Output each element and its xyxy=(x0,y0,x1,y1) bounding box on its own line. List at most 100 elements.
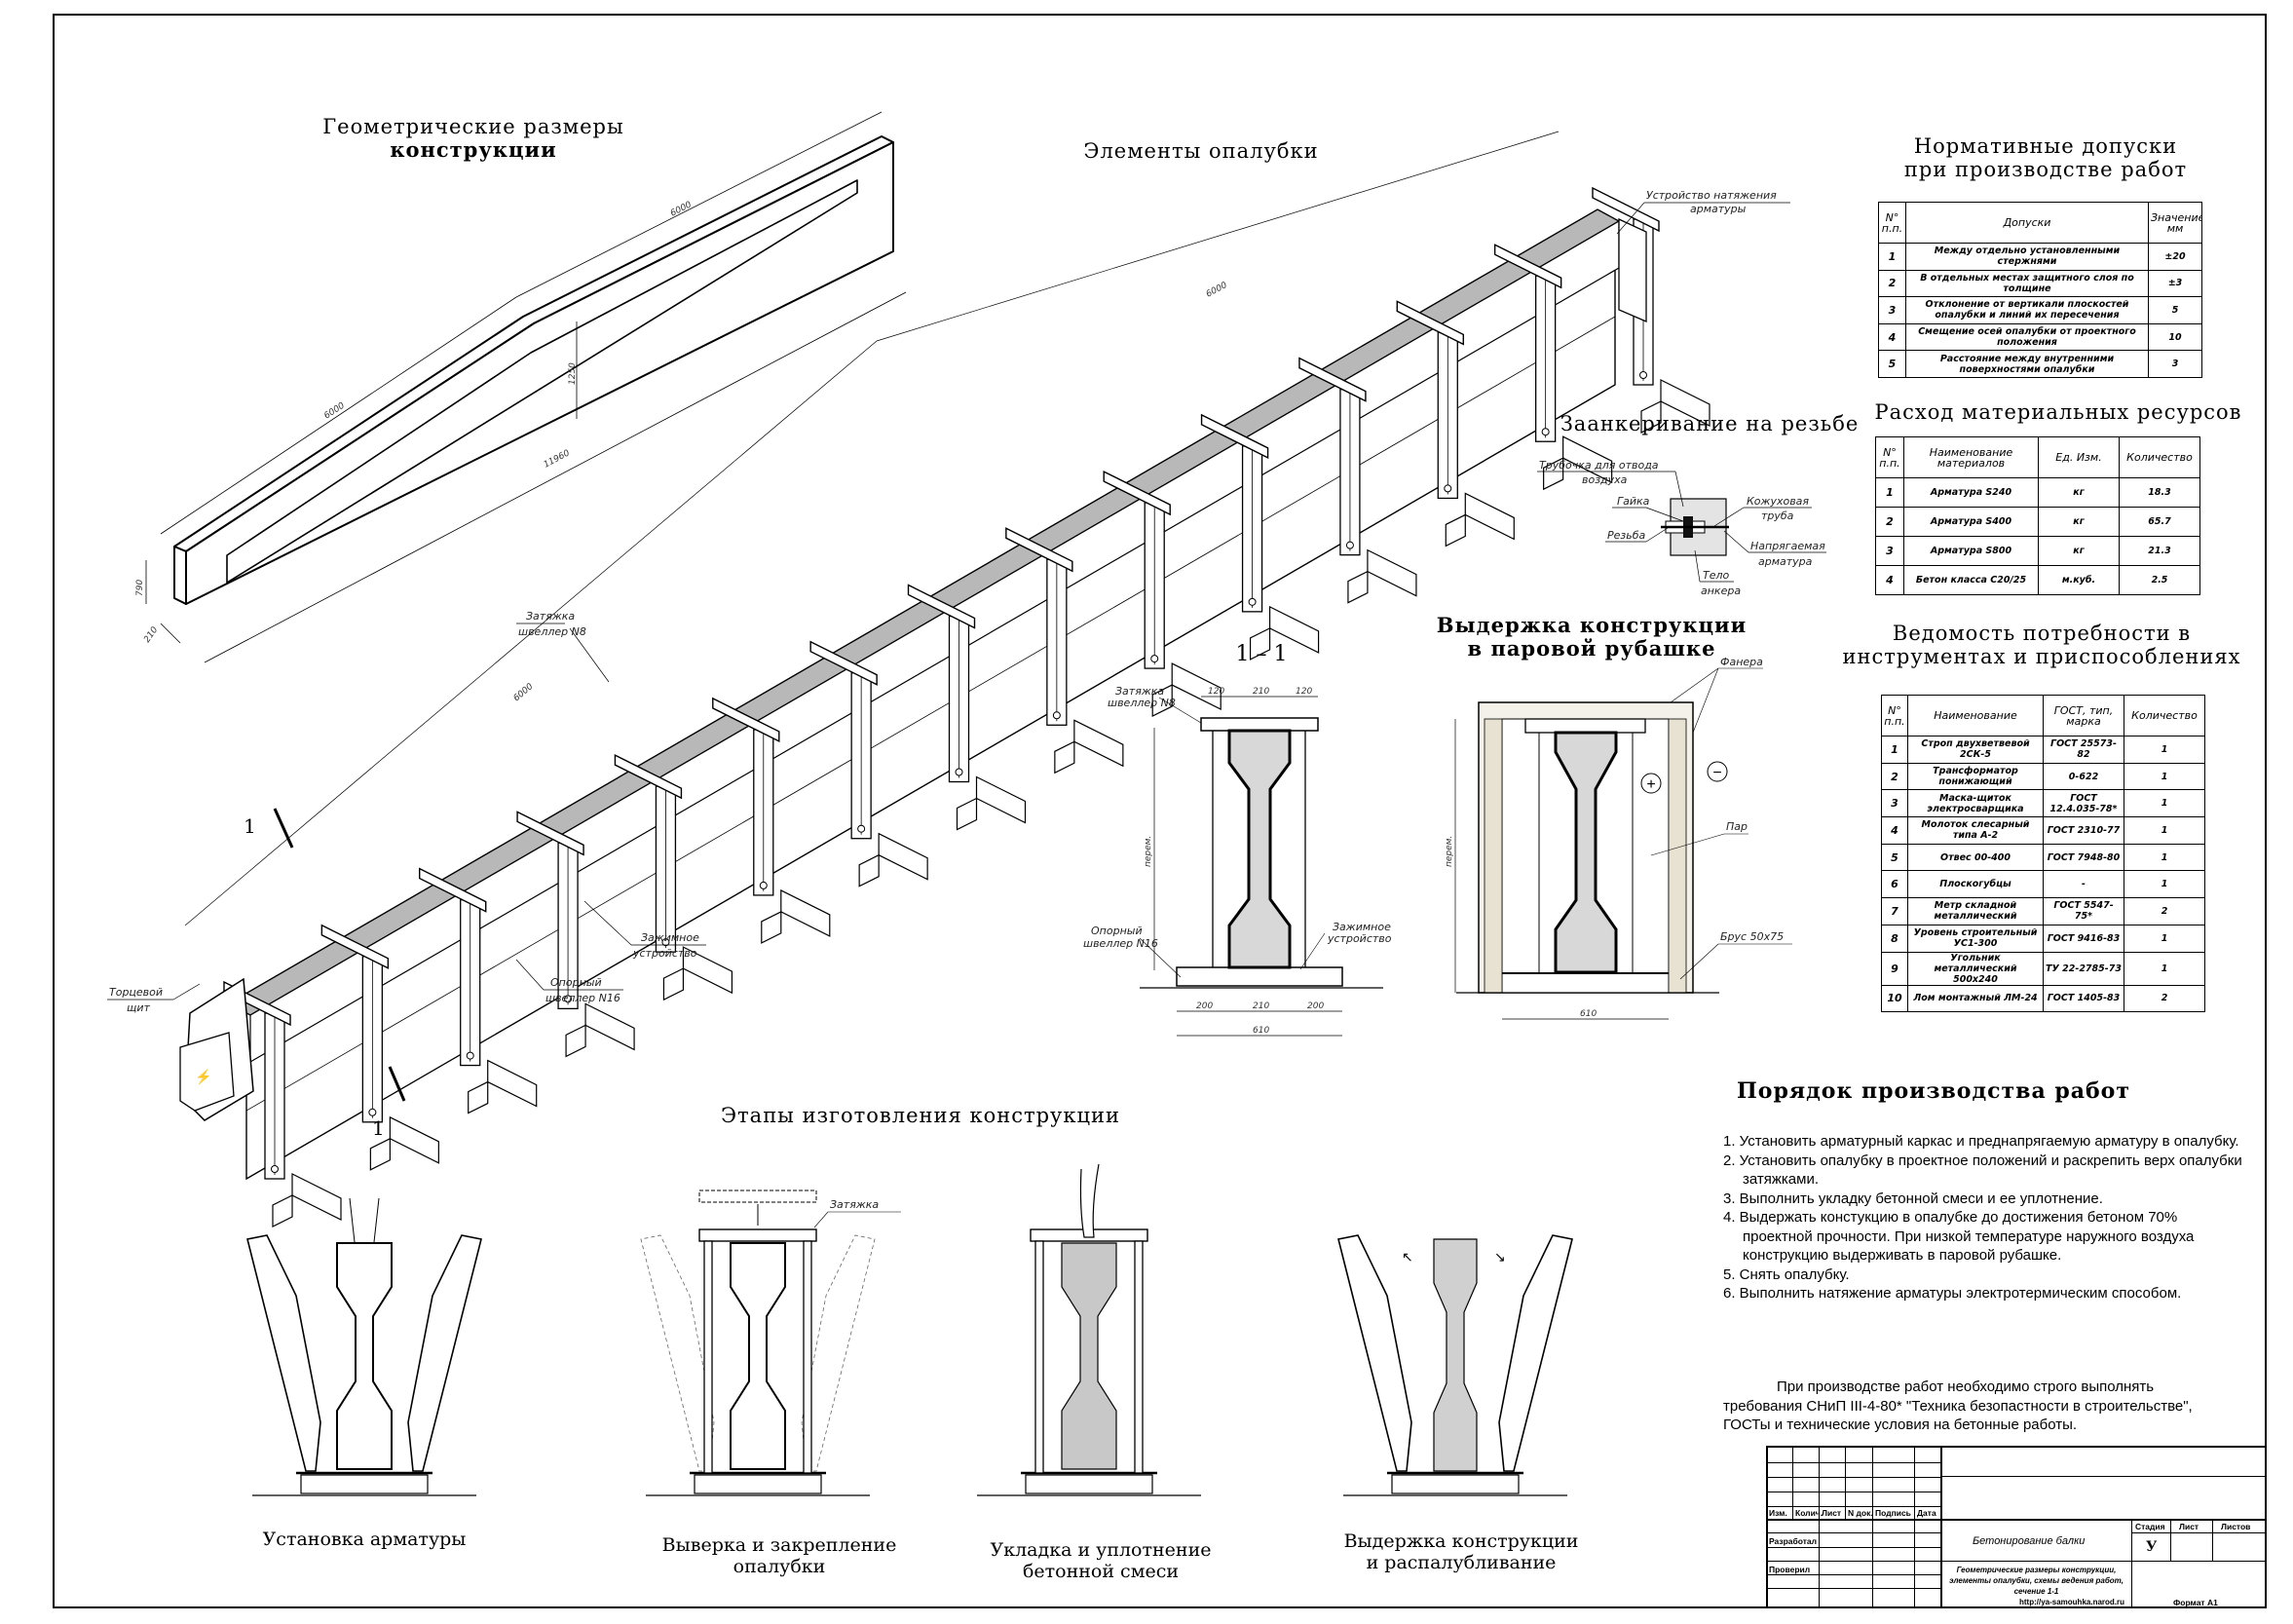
support-channel xyxy=(1562,435,1613,484)
table-cell: 3 xyxy=(1881,789,1908,818)
stage-header: Стадия xyxy=(2135,1522,2165,1531)
clamp-bolt-icon xyxy=(955,768,963,776)
formwork-title: Элементы опалубки xyxy=(1083,139,1319,163)
label-tension-device: Устройство натяжения xyxy=(1646,189,1777,202)
header-count: Колич. xyxy=(1795,1508,1823,1518)
table-cell: Между отдельно установленными стержнями xyxy=(1905,243,2149,271)
support-channel xyxy=(1171,662,1222,711)
tools-table: N° п.п. Наименование ГОСТ, тип, марка Ко… xyxy=(1881,695,2205,1013)
steam-jacket-drawing: + − Фанера Пар Брус 50х75 610 перем. xyxy=(1445,656,1792,1020)
table-cell: Угольник металлический 500х240 xyxy=(1907,951,2044,986)
table-cell: 3 xyxy=(1875,536,1904,566)
sheet-frame xyxy=(53,14,2267,1608)
support-channel xyxy=(1073,719,1124,768)
label-tension-device-2: арматуры xyxy=(1690,203,1747,215)
dim-bottom-200-right: 200 xyxy=(1307,1001,1324,1011)
section-mark-1-bottom: 1 xyxy=(372,1116,385,1140)
label-tie-2: швеллер N8 xyxy=(518,625,586,638)
header-doc: N док. xyxy=(1848,1508,1873,1518)
stage-4-caption-2: и распалубливание xyxy=(1367,1552,1557,1573)
table-cell: 4 xyxy=(1875,565,1904,595)
dim-bottom-210: 210 xyxy=(1253,1001,1269,1011)
table-cell: 10 xyxy=(1881,984,1908,1013)
sheet-format: Формат А1 xyxy=(2173,1598,2218,1607)
table-cell: 1 xyxy=(2124,789,2205,818)
table-cell: 1 xyxy=(1875,477,1904,508)
dim-6000-formwork-2: 6000 xyxy=(1205,281,1229,300)
table-cell: Уровень строительный УС1-300 xyxy=(1907,924,2044,953)
table-cell: 4 xyxy=(1878,322,1906,352)
arrow-right-icon: ↘ xyxy=(1494,1249,1506,1265)
geometry-beam-drawing: 6000 6000 1250 11960 790 210 xyxy=(135,111,907,663)
dim-top-120-right: 120 xyxy=(1296,687,1312,697)
beam-profile xyxy=(1061,1242,1117,1470)
support-channel-flange xyxy=(565,1024,586,1058)
clamp-bolt-icon xyxy=(1248,597,1257,606)
clamp-bolt-icon xyxy=(564,995,573,1003)
table-cell: Метр складной металлический xyxy=(1907,897,2044,925)
clamp-bolt-icon xyxy=(271,1165,279,1173)
support-channel xyxy=(1176,966,1343,987)
label-clamp-2: устройство xyxy=(632,947,697,960)
dim-1250: 1250 xyxy=(568,362,578,385)
table-cell: 5 xyxy=(1881,843,1908,872)
procedure-step: 4. Выдержать констукцию в опалубке до до… xyxy=(1723,1209,2195,1264)
label-tendon-2: арматура xyxy=(1758,555,1813,568)
base-block xyxy=(1391,1474,1520,1494)
table-cell: ГОСТ 5547-75* xyxy=(2043,897,2124,925)
tie-channel xyxy=(1200,413,1269,459)
table-cell: ГОСТ 25573-82 xyxy=(2043,736,2124,764)
table-cell: ±20 xyxy=(2148,243,2202,271)
label-end-panel-2: щит xyxy=(127,1001,151,1014)
side-panel-right xyxy=(801,1234,876,1472)
header-value: Значение, мм xyxy=(2148,202,2202,244)
label-tie: Затяжка xyxy=(1115,685,1164,698)
support-channel-flange xyxy=(1249,626,1271,661)
clamp-bolt-icon xyxy=(1150,655,1159,663)
beam-end-face xyxy=(173,546,187,605)
label-support: Опорный xyxy=(550,976,602,989)
tie-channel xyxy=(1005,527,1073,573)
table-cell: 6 xyxy=(1881,870,1908,899)
table-cell: 1 xyxy=(2124,816,2205,845)
sheet-description: Геометрические размеры конструкции, элем… xyxy=(1949,1566,2124,1596)
title-block: Изм. Колич. Лист N док. Подпись Дата Раз… xyxy=(1766,1446,2266,1607)
clamp-bolt-icon xyxy=(1541,428,1550,436)
clamp-bolt-icon xyxy=(1639,371,1647,379)
tie-channel xyxy=(907,584,976,629)
beam-slot xyxy=(226,179,858,584)
dim-top-120-left: 120 xyxy=(1208,687,1224,697)
tie-channel xyxy=(1396,300,1464,346)
label-anchor-body: Тело xyxy=(1703,569,1730,582)
source-url[interactable]: http://ya-samouhka.narod.ru xyxy=(2019,1598,2125,1606)
stage-1-drawing xyxy=(246,1197,482,1496)
stage-value: У xyxy=(2146,1539,2158,1555)
tie-channel xyxy=(1200,717,1319,732)
table-cell: 1 xyxy=(2124,762,2205,791)
support-channel xyxy=(682,946,733,995)
table-cell: Отвес 00-400 xyxy=(1907,843,2044,872)
table-cell: 2 xyxy=(2124,984,2205,1013)
plus-circle-icon xyxy=(1640,773,1662,794)
support-channel-flange xyxy=(956,797,978,831)
table-header-row: N° п.п. Наименование материалов Ед. Изм.… xyxy=(1875,436,2200,478)
table-cell: 1 xyxy=(2124,924,2205,953)
concrete-hose xyxy=(1079,1163,1100,1238)
panel-right xyxy=(803,1240,812,1474)
label-air-tube-2: воздуха xyxy=(1582,473,1628,486)
tie-channel xyxy=(1103,470,1171,516)
tie-channel xyxy=(809,640,878,686)
table-cell: Плоскогубцы xyxy=(1907,870,2044,899)
label-steam: Пар xyxy=(1726,820,1748,833)
safety-note: При производстве работ необходимо строго… xyxy=(1723,1379,2193,1433)
